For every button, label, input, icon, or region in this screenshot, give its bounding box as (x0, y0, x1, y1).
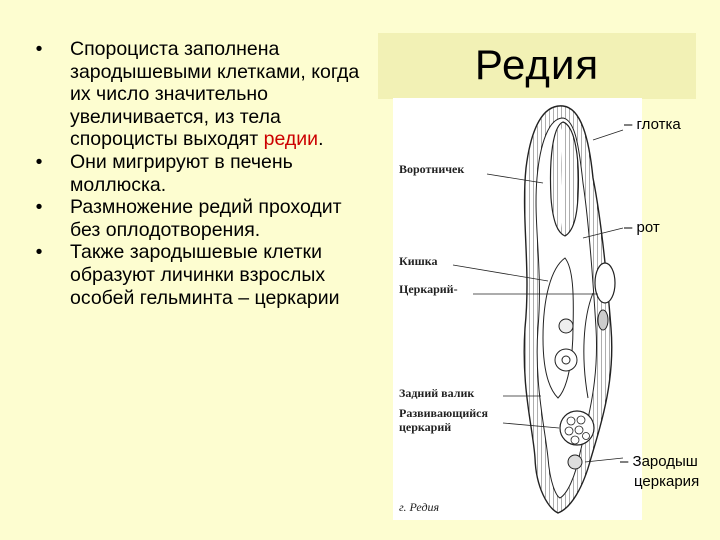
label-developing-2: церкарий (399, 420, 452, 434)
bullet-item: • Они мигрируют в печень моллюска. (28, 151, 368, 196)
bullet-marker: • (35, 241, 43, 264)
bullet-text-end: . (318, 128, 324, 151)
label-developing: Развивающийся (399, 406, 488, 420)
label-embryo: – Зародыш (620, 453, 698, 470)
bullet-text: Размножение редий проходит без оплодотво… (70, 196, 342, 241)
redia-illustration: Воротничек Кишка Церкарий- Задний валик … (393, 98, 642, 520)
bullet-item: • Также зародышевые клетки образуют личин… (28, 241, 368, 309)
label-rear-ridge: Задний валик (399, 386, 475, 400)
bullet-item: • Размножение редий проходит без оплодотв… (28, 196, 368, 241)
bullet-highlight: редии (263, 128, 319, 151)
bullet-list: • Спороциста заполнена зародышевыми клетк… (28, 38, 368, 309)
label-collar: Воротничек (399, 162, 465, 176)
cercaria-body (594, 262, 616, 304)
label-gut: Кишка (399, 254, 438, 268)
label-mouth: – рот (624, 219, 660, 236)
bullet-text: Они мигрируют в печень моллюска. (70, 150, 293, 196)
bullet-marker: • (35, 150, 43, 173)
label-pharynx: – глотка (624, 116, 681, 133)
bullet-text: Спороциста заполнена зародышевыми клетка… (70, 38, 360, 151)
pharynx (549, 121, 579, 237)
label-cercaria: Церкарий- (399, 282, 458, 296)
bullet-marker: • (35, 196, 43, 219)
slide-title: Редия (474, 41, 600, 88)
slide-title-box: Редия (378, 33, 696, 99)
bullet-text: Также зародышевые клетки образуют личинк… (70, 241, 340, 309)
redia-drawing (452, 105, 624, 514)
bullet-item: • Спороциста заполнена зародышевыми клетк… (28, 38, 368, 151)
embryo-small (558, 318, 574, 334)
bullet-marker: • (35, 38, 43, 60)
figure-caption: г. Редия (399, 500, 440, 514)
embryo-rosette (554, 348, 578, 372)
label-embryo-2: церкария (634, 473, 700, 490)
embryo-small-lower (567, 454, 583, 470)
